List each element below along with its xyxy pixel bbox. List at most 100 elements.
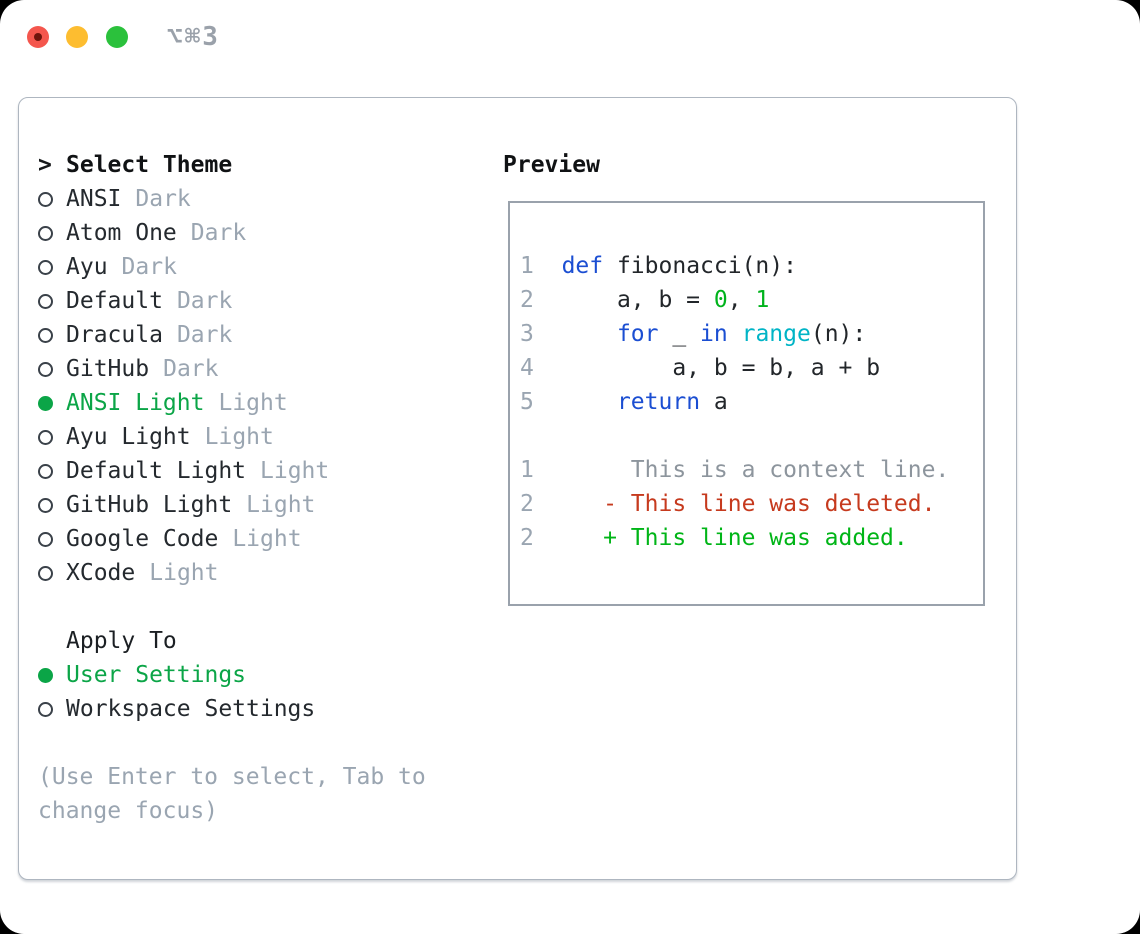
- code-token: a: [700, 389, 728, 415]
- code-token: ,: [727, 287, 756, 313]
- diff-text: + This line was added.: [533, 525, 908, 551]
- theme-option-default[interactable]: Default Dark: [38, 284, 426, 318]
- theme-name: GitHub Light: [66, 492, 233, 518]
- theme-name: Ayu: [66, 254, 108, 280]
- select-theme-title: Select Theme: [66, 152, 233, 178]
- theme-variant-tag: Light: [149, 560, 219, 586]
- code-token: def: [561, 253, 604, 279]
- line-number: 2: [520, 491, 534, 517]
- theme-name: Dracula: [66, 322, 163, 348]
- theme-option-github-light[interactable]: GitHub Light Light: [38, 488, 426, 522]
- code-line: 1 def fibonacci(n):: [520, 249, 983, 283]
- code-line: 3 for _ in range(n):: [520, 317, 983, 351]
- theme-name: Default: [66, 288, 163, 314]
- theme-option-github[interactable]: GitHub Dark: [38, 352, 426, 386]
- code-token: in: [700, 321, 728, 347]
- radio-unselected-icon: [38, 565, 66, 581]
- theme-variant-tag: Light: [246, 492, 316, 518]
- blank-line: [520, 419, 983, 453]
- theme-name: ANSI: [66, 186, 122, 212]
- code-token: [534, 389, 617, 415]
- line-number: 2: [520, 525, 534, 551]
- preview-title: Preview: [503, 152, 600, 178]
- diff-line-context: 1 This is a context line.: [520, 453, 983, 487]
- theme-variant-tag: Light: [218, 390, 288, 416]
- radio-unselected-icon: [38, 191, 66, 207]
- theme-variant-tag: Dark: [121, 254, 177, 280]
- theme-option-default-light[interactable]: Default Light Light: [38, 454, 426, 488]
- line-number: 1: [520, 457, 534, 483]
- radio-unselected-icon: [38, 259, 66, 275]
- theme-variant-tag: Dark: [176, 322, 233, 348]
- radio-unselected-icon: [38, 429, 66, 445]
- theme-name: XCode: [66, 560, 136, 586]
- theme-variant-tag: Light: [260, 458, 330, 484]
- radio-unselected-icon: [38, 293, 66, 309]
- apply-to-title: Apply To: [66, 628, 177, 654]
- theme-name: Google Code: [66, 526, 219, 552]
- spacer: [38, 726, 426, 760]
- maximize-button[interactable]: [106, 26, 128, 48]
- spacer: [38, 590, 426, 624]
- theme-variant-tag: Light: [204, 424, 274, 450]
- apply-option-user-settings[interactable]: User Settings: [38, 658, 426, 692]
- line-number: 3: [520, 321, 534, 347]
- minimize-button[interactable]: [66, 26, 88, 48]
- theme-variant-tag: Dark: [190, 220, 247, 246]
- apply-option-workspace-settings[interactable]: Workspace Settings: [38, 692, 426, 726]
- code-token: [728, 321, 742, 347]
- theme-variant-tag: Dark: [176, 288, 233, 314]
- focus-cursor-icon: >: [38, 152, 52, 178]
- theme-variant-tag: Dark: [163, 356, 219, 382]
- code-token: 1: [755, 287, 770, 313]
- theme-option-xcode[interactable]: XCode Light: [38, 556, 426, 590]
- apply-option-label: Workspace Settings: [66, 696, 316, 722]
- theme-name: Default Light: [66, 458, 247, 484]
- hint-line-2: change focus): [38, 798, 219, 824]
- radio-unselected-icon: [38, 327, 66, 343]
- radio-unselected-icon: [38, 463, 66, 479]
- code-token: [534, 321, 617, 347]
- theme-option-ayu[interactable]: Ayu Dark: [38, 250, 426, 284]
- theme-name: GitHub: [66, 356, 150, 382]
- radio-unselected-icon: [38, 701, 66, 717]
- code-line: 5 return a: [520, 385, 983, 419]
- theme-option-ansi[interactable]: ANSI Dark: [38, 182, 426, 216]
- radio-unselected-icon: [38, 531, 66, 547]
- diff-text: - This line was deleted.: [533, 491, 936, 517]
- apply-to-header: Apply To: [38, 624, 426, 658]
- diff-line-deleted: 2 - This line was deleted.: [520, 487, 983, 521]
- radio-unselected-icon: [38, 225, 66, 241]
- line-number: 4: [520, 355, 534, 381]
- close-button[interactable]: [27, 26, 49, 48]
- code-line: 2 a, b = 0, 1: [520, 283, 983, 317]
- select-theme-header: > Select Theme: [38, 148, 426, 182]
- line-number: 2: [520, 287, 534, 313]
- theme-option-dracula[interactable]: Dracula Dark: [38, 318, 426, 352]
- code-line: 4 a, b = b, a + b: [520, 351, 983, 385]
- hint-line-1: (Use Enter to select, Tab to: [38, 764, 426, 790]
- radio-selected-icon: [38, 667, 66, 683]
- theme-name: Atom One: [66, 220, 177, 246]
- code-token: (n):: [810, 321, 867, 347]
- code-token: [534, 253, 562, 279]
- radio-unselected-icon: [38, 361, 66, 377]
- theme-variant-tag: Dark: [135, 186, 191, 212]
- close-focus-dot-icon: [34, 33, 42, 41]
- code-token: a, b =: [533, 287, 714, 313]
- diff-text: This is a context line.: [533, 457, 950, 483]
- theme-option-atom-one[interactable]: Atom One Dark: [38, 216, 426, 250]
- radio-unselected-icon: [38, 497, 66, 513]
- apply-option-label: User Settings: [66, 662, 247, 688]
- code-token: _: [658, 321, 701, 347]
- diff-line-added: 2 + This line was added.: [520, 521, 983, 555]
